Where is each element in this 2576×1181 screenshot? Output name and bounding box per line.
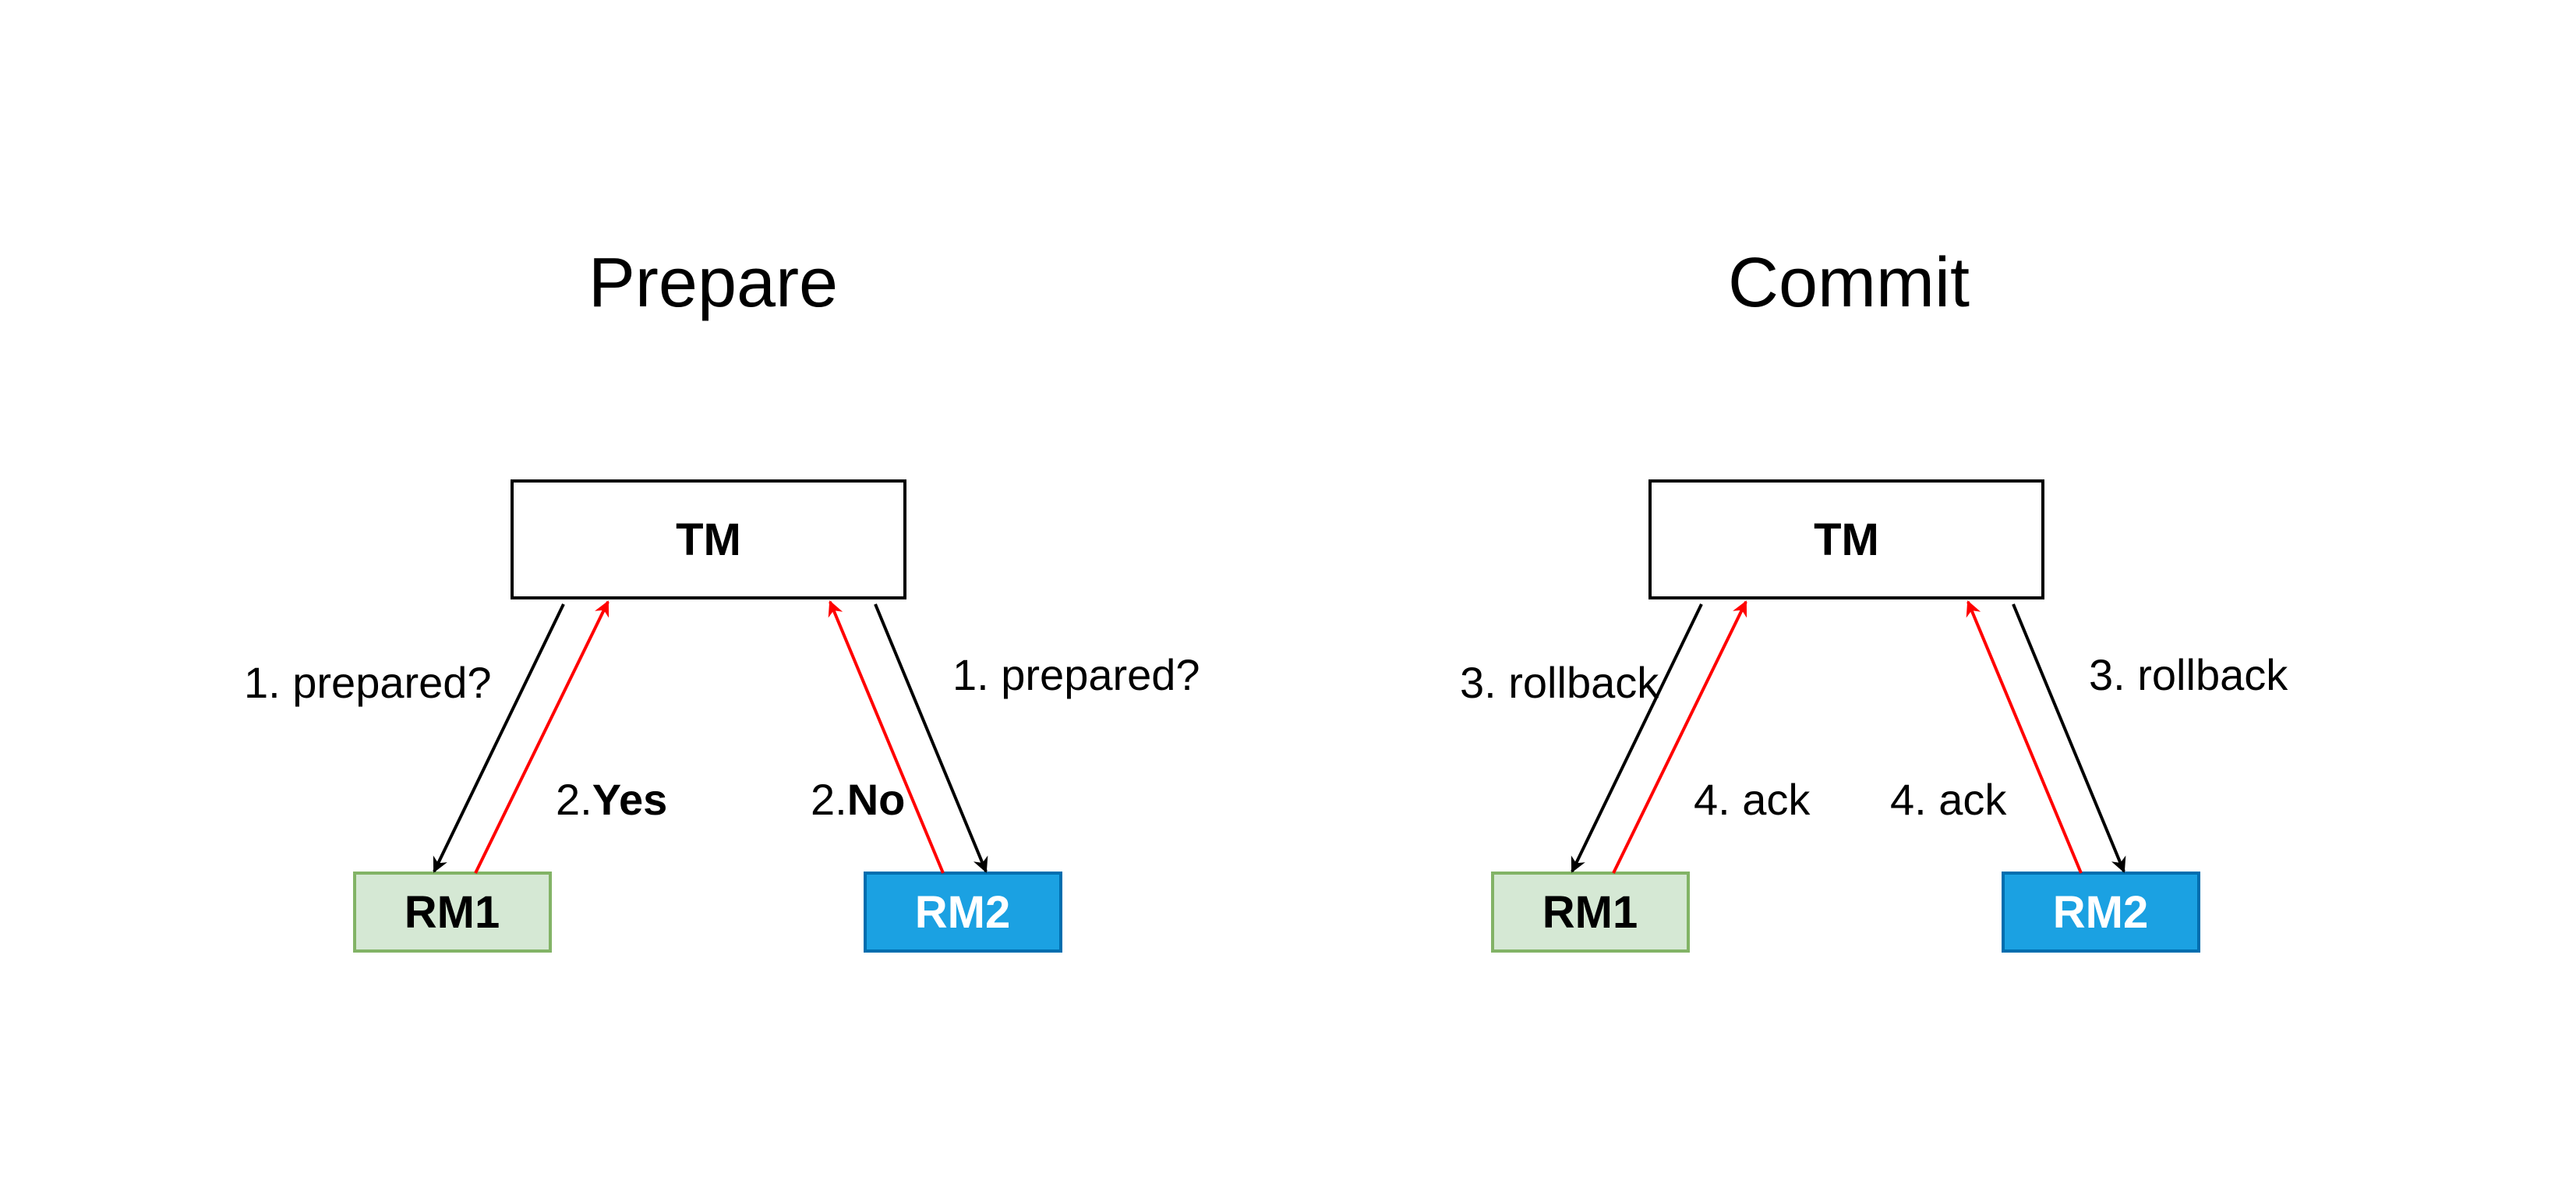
prepare-right-request-label: 1. prepared? [952,650,1200,699]
commit-right-request-label: 3. rollback [2089,650,2288,699]
prepare-phase: Prepare TM RM1 RM2 1. prepared? 1. prepa… [244,244,1200,953]
commit-left-ack-label: 4. ack [1694,775,1811,824]
commit-right-ack-label: 4. ack [1890,775,2007,824]
prepare-rm2-to-tm-arrow [828,600,945,874]
prepare-rm2-label: RM2 [915,887,1010,938]
prepare-rm1-node: RM1 [353,872,552,953]
prepare-title: Prepare [588,244,838,322]
commit-tm-node: TM [1648,479,2044,599]
prepare-no-label: 2.No [811,775,905,824]
commit-rm2-box [2002,872,2200,953]
prepare-left-request-label: 1. prepared? [244,658,492,707]
commit-tm-box [1648,479,2044,599]
commit-rm1-box [1491,872,1690,953]
prepare-rm1-label: RM1 [405,887,500,938]
prepare-yes-bold: Yes [592,775,668,824]
prepare-yes-label: 2.Yes [556,775,667,824]
prepare-no-prefix: 2. [811,775,847,824]
prepare-tm-to-rm1-arrow [433,603,565,873]
commit-title: Commit [1728,244,1970,322]
commit-rm2-to-tm-arrow [1966,600,2083,874]
prepare-rm2-node: RM2 [864,872,1062,953]
commit-tm-to-rm2-arrow [2012,603,2126,873]
commit-rm1-node: RM1 [1491,872,1690,953]
commit-phase: Commit TM RM1 RM2 3. rollback 3. rollbac… [1460,244,2288,953]
prepare-tm-to-rm2-arrow [874,603,988,873]
commit-rm2-node: RM2 [2002,872,2200,953]
prepare-rm1-to-tm-arrow [474,600,610,874]
prepare-tm-box [511,479,906,599]
commit-left-request-label: 3. rollback [1460,658,1659,707]
commit-rm1-label: RM1 [1542,887,1638,938]
commit-rm1-to-tm-arrow [1612,600,1747,874]
prepare-tm-node: TM [511,479,906,599]
commit-tm-label: TM [1814,514,1879,565]
prepare-no-bold: No [847,775,906,824]
commit-rm2-label: RM2 [2053,887,2148,938]
prepare-yes-prefix: 2. [556,775,592,824]
prepare-rm2-box [864,872,1062,953]
prepare-rm1-box [353,872,552,953]
commit-tm-to-rm1-arrow [1571,603,1703,873]
prepare-tm-label: TM [676,514,741,565]
